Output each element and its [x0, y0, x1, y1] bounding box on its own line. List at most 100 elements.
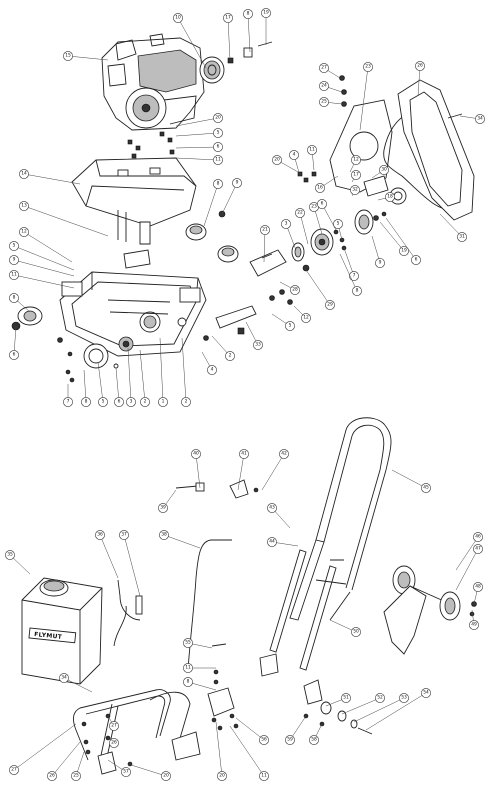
callout-number: 8	[217, 181, 220, 187]
tank-brand-label: FLYMUT	[34, 631, 63, 641]
callout-leader-line	[371, 235, 379, 259]
callout-leader-line	[417, 70, 420, 97]
callout-leader-line	[28, 174, 81, 185]
callout-number: 38	[161, 532, 167, 538]
callout-bubble	[351, 627, 361, 637]
callout-c-44: 44	[267, 537, 299, 547]
callout-c-38: 38	[159, 530, 201, 549]
callout-leader-line	[18, 275, 75, 289]
callout-number: 50	[353, 629, 359, 635]
callout-number: 9	[13, 257, 16, 263]
callout-c-5b: 5	[271, 313, 295, 331]
callout-bubble	[9, 270, 19, 280]
callout-c-10: 10	[173, 13, 207, 69]
callout-c-54: 54	[365, 688, 431, 731]
callout-leader-line	[351, 194, 354, 197]
callout-bubble	[9, 255, 19, 265]
callout-number: 25	[73, 773, 79, 779]
callout-c-19r: 19	[379, 221, 409, 256]
callout-number: 58	[311, 737, 317, 743]
callout-c-11l: 11	[9, 270, 75, 289]
callout-number: 15	[65, 53, 71, 59]
callout-bubble	[239, 449, 249, 459]
callout-bubble	[281, 219, 291, 229]
callout-number: 44	[269, 539, 275, 545]
callout-number: 43	[269, 505, 275, 511]
callout-number: 4	[211, 367, 214, 373]
callout-number: 21	[262, 227, 268, 233]
callout-bubble	[217, 771, 227, 781]
callout-number: 55	[185, 640, 191, 646]
callout-bubble	[223, 13, 233, 23]
belt-cover	[397, 79, 475, 221]
callout-bubble	[243, 9, 253, 19]
callout-bubble	[19, 227, 29, 237]
callout-leader-line	[365, 695, 423, 731]
callout-c-9l: 9	[9, 255, 75, 277]
callout-number: 23	[311, 204, 317, 210]
callout-c-22: 22	[295, 208, 309, 245]
callout-c-7b: 7	[63, 384, 73, 407]
callout-leader-line	[72, 56, 109, 61]
callout-number: 51	[343, 695, 349, 701]
callout-c-1: 1	[158, 337, 168, 407]
callout-c-20bl: 20	[127, 763, 171, 781]
callout-c-2r: 2	[211, 335, 235, 361]
callout-number: 10	[175, 15, 181, 21]
callout-bubble	[232, 178, 242, 188]
callout-c-21: 21	[260, 225, 270, 263]
callout-c-46: 46	[455, 532, 483, 571]
callout-number: 47	[475, 546, 481, 552]
callout-c-56: 56	[235, 717, 269, 745]
callout-leader-line	[17, 300, 31, 313]
callout-number: 5	[217, 130, 220, 136]
callout-c-40: 40	[191, 449, 201, 489]
callout-leader-line	[196, 458, 201, 489]
callout-c-12l: 12	[19, 227, 73, 263]
callout-leader-line	[339, 253, 356, 287]
callout-leader-line	[391, 469, 423, 487]
callout-bubble	[81, 397, 91, 407]
callout-leader-line	[107, 759, 123, 770]
callout-c-17: 17	[223, 13, 233, 61]
transport-wheel-kit	[383, 565, 477, 655]
callout-bubble	[385, 192, 395, 202]
callout-bubble	[315, 183, 325, 193]
callout-number: 6	[415, 257, 418, 263]
callout-number: 12	[353, 157, 359, 163]
callout-leader-line	[279, 281, 292, 289]
callout-number: 6	[13, 352, 16, 358]
callout-c-8m: 8	[203, 179, 223, 227]
callout-c-16: 16	[315, 175, 339, 193]
callout-number: 11	[11, 272, 17, 278]
mounting-bolts	[127, 131, 175, 159]
callout-c-26m: 26	[107, 737, 119, 748]
callout-c-24t: 24	[319, 81, 343, 93]
callout-number: 35	[7, 552, 13, 558]
callout-leader-line	[107, 715, 112, 723]
callout-c-25b: 25	[71, 751, 85, 781]
callout-bubble	[98, 397, 108, 407]
callout-c-4b: 4	[201, 351, 217, 375]
callout-bubble	[213, 155, 223, 165]
callout-number: 26	[111, 740, 117, 746]
handle-frame	[289, 417, 392, 621]
callout-number: 11	[215, 157, 221, 163]
callout-c-19t: 19	[261, 8, 271, 45]
callout-bubble	[379, 165, 389, 175]
callout-number: 1	[162, 399, 165, 405]
callout-c-2b: 2	[181, 337, 191, 407]
callout-leader-line	[305, 269, 328, 302]
callout-c-23: 23	[359, 62, 373, 131]
callout-c-12r: 12	[349, 155, 361, 173]
callout-number: 2	[229, 353, 232, 359]
callout-leader-line	[215, 721, 222, 772]
callout-c-53: 53	[353, 693, 409, 723]
callout-leader-line	[175, 146, 214, 149]
callout-leader-line	[328, 102, 343, 105]
callout-leader-line	[124, 539, 141, 597]
callout-number: 52	[377, 695, 383, 701]
callout-number: 39	[160, 505, 166, 511]
callout-number: 30	[381, 167, 387, 173]
callout-leader-line	[203, 188, 217, 227]
